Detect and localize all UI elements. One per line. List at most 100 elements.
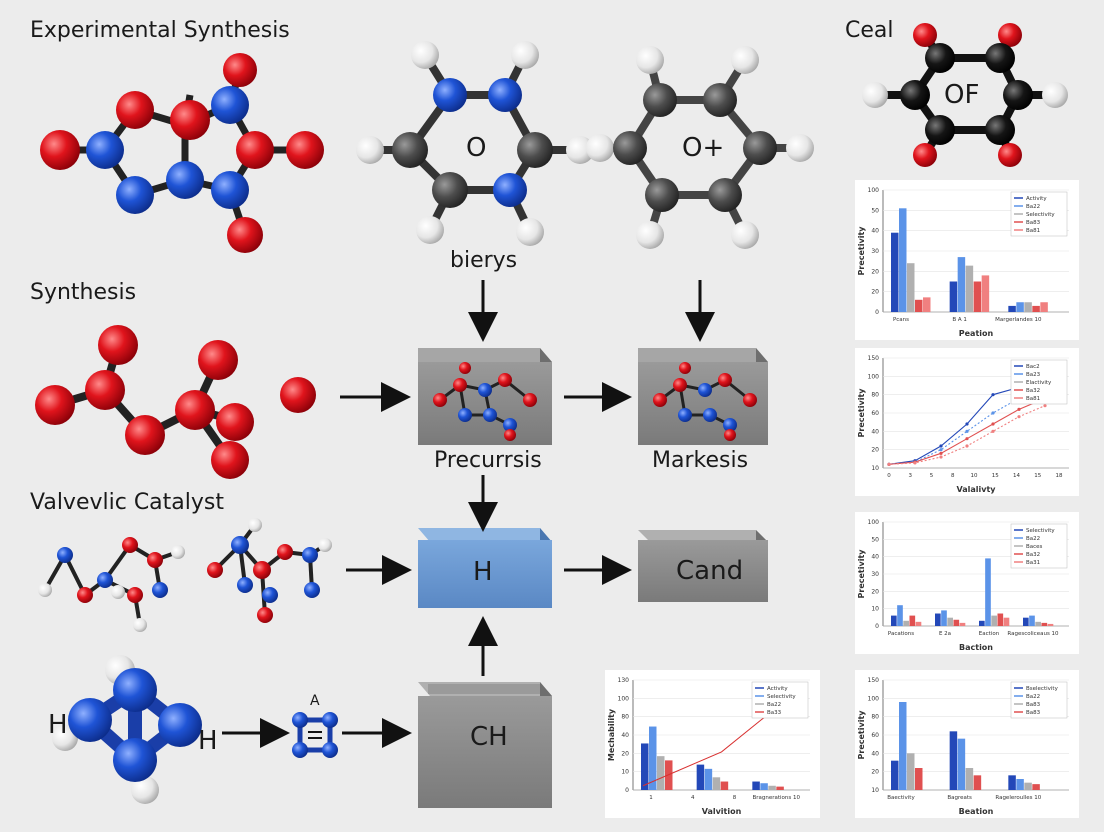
- bar: [897, 605, 903, 626]
- bar: [1023, 617, 1029, 626]
- h-box: [418, 528, 552, 608]
- x-tick-label: Bragnerations 10: [752, 795, 800, 801]
- molecule-catalyst-b: [207, 518, 332, 623]
- bar: [1024, 782, 1032, 790]
- bar: [903, 620, 909, 626]
- legend-label: Ba22: [1026, 694, 1040, 700]
- molecule-ring-o: [356, 41, 594, 246]
- bar: [1003, 617, 1010, 626]
- x-tick-label: Bagreats: [947, 795, 972, 801]
- bar: [1035, 621, 1041, 626]
- y-tick-label: 0: [875, 309, 879, 316]
- x-tick-label: 5: [930, 473, 934, 479]
- bar: [979, 620, 985, 626]
- y-tick-label: 30: [871, 248, 879, 255]
- bar: [1016, 779, 1024, 790]
- legend-label: Ba22: [1026, 536, 1040, 542]
- y-tick-label: 10: [871, 465, 879, 472]
- legend-label: Activity: [1026, 196, 1047, 202]
- bar: [953, 619, 960, 626]
- bar: [973, 775, 982, 790]
- y-tick-label: 40: [621, 732, 629, 739]
- bar: [768, 785, 776, 790]
- molecule-fused-rings: [40, 53, 324, 253]
- legend-label: Ba83: [1026, 710, 1041, 716]
- bar: [907, 263, 915, 312]
- y-tick-label: 20: [621, 750, 629, 757]
- box-label-h: H: [473, 557, 493, 587]
- bar: [776, 786, 784, 790]
- x-axis-label: Valvition: [702, 807, 742, 816]
- x-tick-label: Pacations: [888, 631, 914, 637]
- label-precursis: Precurrsis: [434, 448, 542, 473]
- x-tick-label: Baectivity: [887, 795, 915, 801]
- legend-label: Ba22: [767, 702, 781, 708]
- y-tick-label: 60: [871, 732, 879, 739]
- box-label-cand: Cand: [676, 556, 744, 586]
- data-point: [1043, 404, 1047, 408]
- bar: [965, 265, 974, 312]
- legend-label: Ba32: [1026, 552, 1040, 558]
- y-tick-label: 20: [871, 289, 879, 296]
- x-tick-label: 1: [649, 795, 653, 801]
- bar: [1008, 775, 1016, 790]
- legend-label: Ba81: [1026, 396, 1040, 402]
- legend-label: Ba81: [1026, 228, 1040, 234]
- data-point: [939, 444, 943, 448]
- title-catalyst: Valvevlic Catalyst: [30, 490, 224, 515]
- y-tick-label: 30: [871, 571, 879, 578]
- y-tick-label: 50: [871, 536, 879, 543]
- title-ceal: Ceal: [845, 18, 894, 43]
- bar: [899, 702, 907, 790]
- y-tick-label: 150: [868, 355, 880, 362]
- x-tick-label: Eaction: [979, 631, 1000, 637]
- y-tick-label: 20: [871, 588, 879, 595]
- cand-box: [638, 530, 768, 602]
- bar: [949, 731, 958, 790]
- y-axis-label: Precetivity: [857, 388, 866, 438]
- y-tick-label: 100: [618, 695, 630, 702]
- x-tick-label: Ragescoliceaus 10: [1007, 631, 1059, 637]
- legend-label: Ba31: [1026, 560, 1040, 566]
- bar: [649, 726, 657, 790]
- y-tick-label: 20: [871, 769, 879, 776]
- molecule-small-square: [292, 712, 338, 758]
- bar: [760, 783, 768, 790]
- legend-label: Selectivity: [1026, 528, 1055, 534]
- title-synthesis: Synthesis: [30, 280, 137, 305]
- markesis-inner-molecule: [653, 362, 757, 441]
- y-axis-label: Precetivity: [857, 710, 866, 760]
- x-axis-label: Beation: [959, 807, 994, 816]
- bar: [891, 760, 899, 790]
- bar: [704, 768, 713, 790]
- flow-arrows: [222, 280, 715, 748]
- y-tick-label: 10: [621, 769, 629, 776]
- x-tick-label: Pcans: [893, 317, 909, 323]
- x-tick-label: B A 1: [952, 317, 967, 323]
- y-tick-label: 40: [871, 228, 879, 235]
- data-point: [939, 451, 943, 455]
- molecule-blue-cluster: [52, 655, 202, 804]
- data-point: [1017, 415, 1021, 419]
- bar: [1041, 622, 1048, 626]
- legend-label: Elactivity: [1026, 380, 1052, 386]
- y-axis-label: Precetivity: [857, 549, 866, 599]
- y-tick-label: 0: [875, 623, 879, 630]
- bar: [1029, 615, 1035, 626]
- bar: [1032, 784, 1040, 790]
- bar: [915, 768, 923, 790]
- legend-label: Ba23: [1026, 372, 1041, 378]
- bar: [1032, 305, 1040, 312]
- x-axis-label: Baction: [959, 643, 993, 652]
- bar: [915, 299, 923, 312]
- y-tick-label: 100: [868, 187, 880, 194]
- hydrogen-label-right: H: [198, 726, 218, 756]
- y-tick-label: 20: [871, 447, 879, 454]
- bar: [915, 621, 922, 626]
- bar: [957, 738, 966, 790]
- bar: [696, 764, 705, 790]
- y-tick-label: 10: [871, 787, 879, 794]
